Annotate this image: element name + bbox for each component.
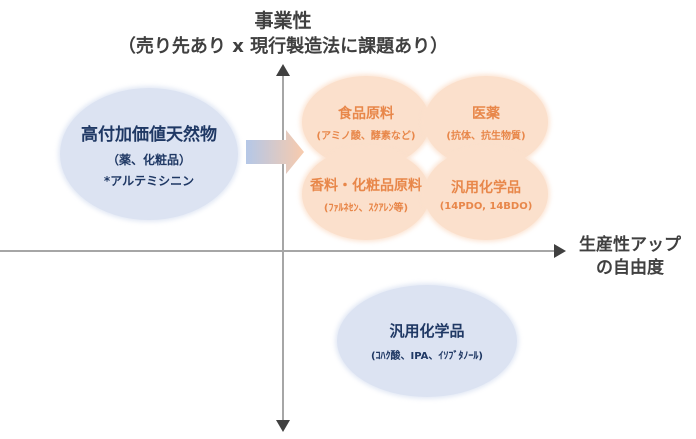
transition-arrow-shape: [246, 130, 304, 174]
lower-subtitle: (ｺﾊｸ酸、IPA、ｲｿﾌﾞﾀﾉｰﾙ): [370, 351, 483, 362]
target-subtitle: (14PDO, 14BDO): [439, 200, 533, 212]
target-subtitle: (アミノ酸、酵素など): [316, 130, 416, 142]
y-axis-arrowhead-down: [276, 420, 290, 432]
target-ellipse-chemicals: 汎用化学品 (14PDO, 14BDO): [424, 148, 548, 240]
target-ellipse-fragrance: 香料・化粧品原料 (ﾌｧﾙﾈｾﾝ、ｽｸｱﾚﾝ等): [302, 148, 430, 240]
target-subtitle: (ﾌｧﾙﾈｾﾝ、ｽｸｱﾚﾝ等): [323, 202, 409, 214]
y-axis-arrowhead-up: [276, 64, 290, 76]
x-axis-arrowhead: [554, 244, 566, 258]
target-subtitle: (抗体、抗生物質): [446, 130, 526, 142]
source-ellipse: 高付加価値天然物 （薬、化粧品） *アルテミシニン: [60, 88, 238, 220]
target-title: 香料・化粧品原料: [310, 177, 422, 194]
source-example: *アルテミシニン: [103, 173, 195, 188]
lower-ellipse: 汎用化学品 (ｺﾊｸ酸、IPA、ｲｿﾌﾞﾀﾉｰﾙ): [337, 285, 517, 397]
y-axis-title: 事業性: [254, 10, 312, 32]
x-axis-title-line2: の自由度: [596, 258, 664, 278]
y-axis-subtitle: （売り先あり x 現行製造法に課題あり）: [117, 36, 449, 57]
source-title: 高付加価値天然物: [81, 124, 217, 145]
target-title: 食品原料: [338, 105, 394, 122]
target-title: 医薬: [472, 105, 500, 122]
lower-title: 汎用化学品: [389, 322, 465, 340]
target-title: 汎用化学品: [451, 179, 521, 196]
x-axis-title: 生産性アップ: [579, 235, 681, 255]
source-subtitle: （薬、化粧品）: [106, 152, 191, 167]
